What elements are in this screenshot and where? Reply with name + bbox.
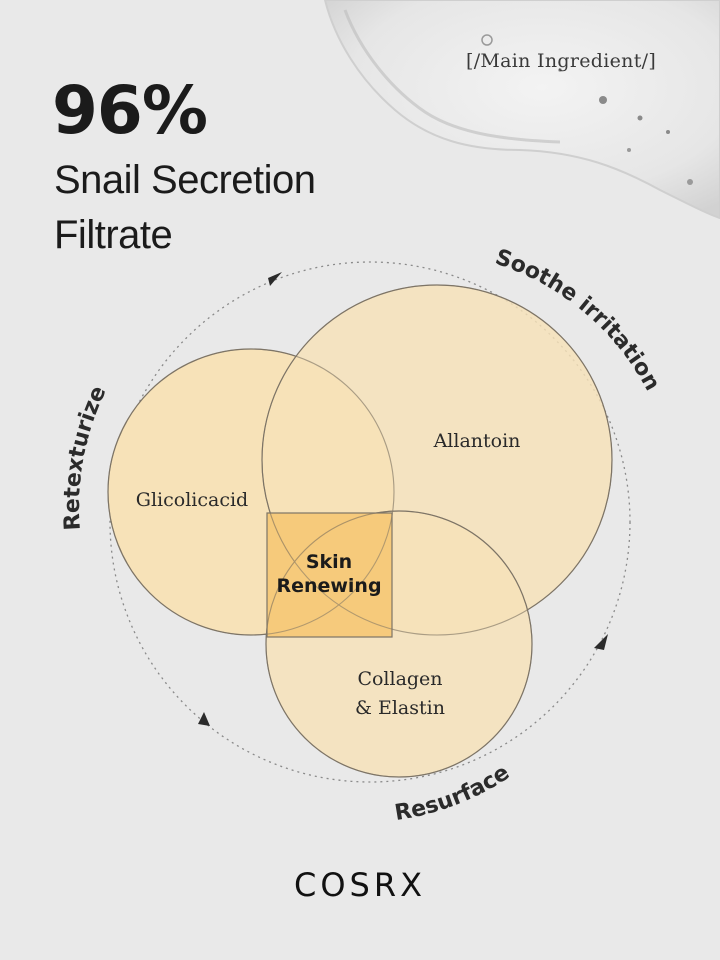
ingredient-label-elastin: & Elastin [355, 697, 445, 719]
center-label-line-1: Skin [306, 551, 352, 573]
ingredient-label-collagen: Collagen [357, 668, 442, 690]
headline-percentage: 96% [52, 72, 208, 149]
orbit-ring [109, 261, 631, 783]
arrow-icon-top [268, 272, 282, 286]
benefit-label-retexturize: Retexturize [60, 382, 112, 531]
center-overlap-square [266, 512, 393, 638]
main-ingredient-label: [/Main Ingredient/] [466, 50, 657, 72]
arrow-icon-left [198, 712, 210, 726]
headline-ingredient-line-2: Filtrate [54, 213, 173, 257]
arrow-icon-right [594, 634, 608, 650]
ingredient-label-glicolicacid: Glicolicacid [136, 489, 248, 511]
ingredient-label-allantoin: Allantoin [433, 430, 521, 452]
center-label-line-2: Renewing [276, 575, 381, 597]
headline-ingredient-line-1: Snail Secretion [54, 158, 316, 202]
brand-logo: COSRX [294, 866, 426, 904]
